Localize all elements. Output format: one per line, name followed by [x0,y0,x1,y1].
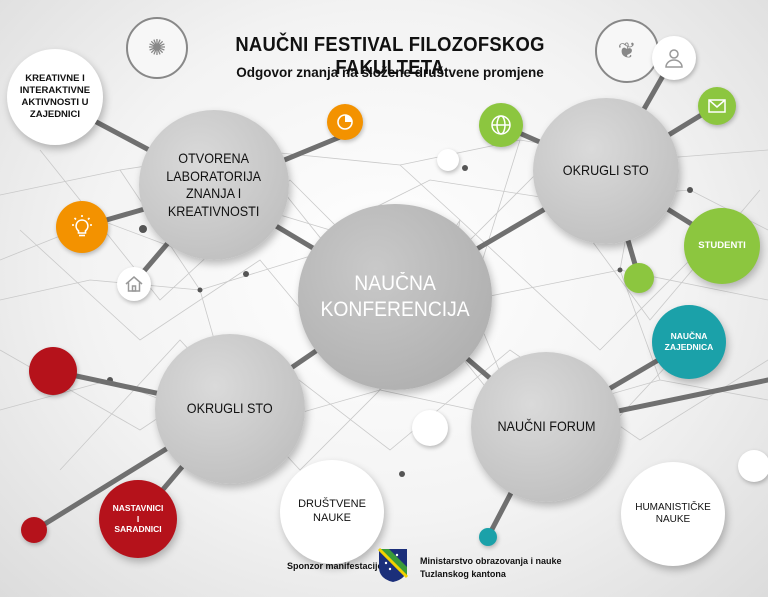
node-okrugli-sto-top: OKRUGLI STO [533,98,679,244]
node-otvorena-laboratorija-label: OTVORENA LABORATORIJA ZNANJA I KREATIVNO… [166,150,262,219]
coat-of-arms-logo [377,547,409,582]
globe-icon [479,103,523,147]
envelope-icon [698,87,736,125]
node-studenti-label: STUDENTI [698,240,746,252]
user-icon [652,36,696,80]
sponsor-label: Sponzor manifestacije [287,561,383,571]
green-dot [624,263,654,293]
ministry-line-1: Ministarstvo obrazovanja i nauke [420,556,562,566]
node-humanisticke-nauke: HUMANISTIČKE NAUKE [621,462,725,566]
red-dot-small [21,517,47,543]
home-icon [117,267,151,301]
lightbulb-icon [56,201,108,253]
node-naucna-zajednica: NAUČNA ZAJEDNICA [652,305,726,379]
white-dot [738,450,768,482]
node-naucna-konferencija-label: NAUČNA KONFERENCIJA [320,271,470,321]
node-drustvene-nauke-label: DRUŠTVENE NAUKE [298,498,366,524]
faculty-seal-left-logo: ✺ [126,17,188,79]
node-drustvene-nauke: DRUŠTVENE NAUKE [280,460,384,564]
poster-subtitle: Odgovor znanja na složene društvene prom… [236,65,544,80]
ministry-line-2: Tuzlanskog kantona [420,569,506,580]
node-okrugli-sto-left: OKRUGLI STO [155,334,305,484]
node-naucni-forum-label: NAUČNI FORUM [496,418,595,435]
node-okrugli-sto-left-label: OKRUGLI STO [187,400,273,417]
white-dot [437,149,459,171]
faculty-seal-right-logo: ❦ [595,19,659,83]
node-kreativne-aktivnosti: KREATIVNE I INTERAKTIVNE AKTIVNOSTI U ZA… [7,49,103,145]
node-studenti: STUDENTI [684,208,760,284]
node-okrugli-sto-top-label: OKRUGLI STO [563,162,649,179]
node-nastavnici-saradnici: NASTAVNICI I SARADNICI [99,480,177,558]
node-otvorena-laboratorija: OTVORENA LABORATORIJA ZNANJA I KREATIVNO… [139,110,289,260]
white-dot [412,410,448,446]
node-naucna-konferencija: NAUČNA KONFERENCIJA [298,204,492,390]
node-kreativne-aktivnosti-label: KREATIVNE I INTERAKTIVNE AKTIVNOSTI U ZA… [19,73,91,120]
node-naucna-zajednica-label: NAUČNA ZAJEDNICA [664,331,714,352]
red-dot [29,347,77,395]
teal-dot [479,528,497,546]
pie-chart-icon [327,104,363,140]
ministry-label: Ministarstvo obrazovanja i nauke Tuzlans… [420,555,562,581]
node-nastavnici-saradnici-label: NASTAVNICI I SARADNICI [112,503,164,535]
node-naucni-forum: NAUČNI FORUM [471,352,621,502]
poster-title: NAUČNI FESTIVAL FILOZOFSKOG FAKULTETA [235,34,545,79]
node-humanisticke-nauke-label: HUMANISTIČKE NAUKE [635,501,711,526]
